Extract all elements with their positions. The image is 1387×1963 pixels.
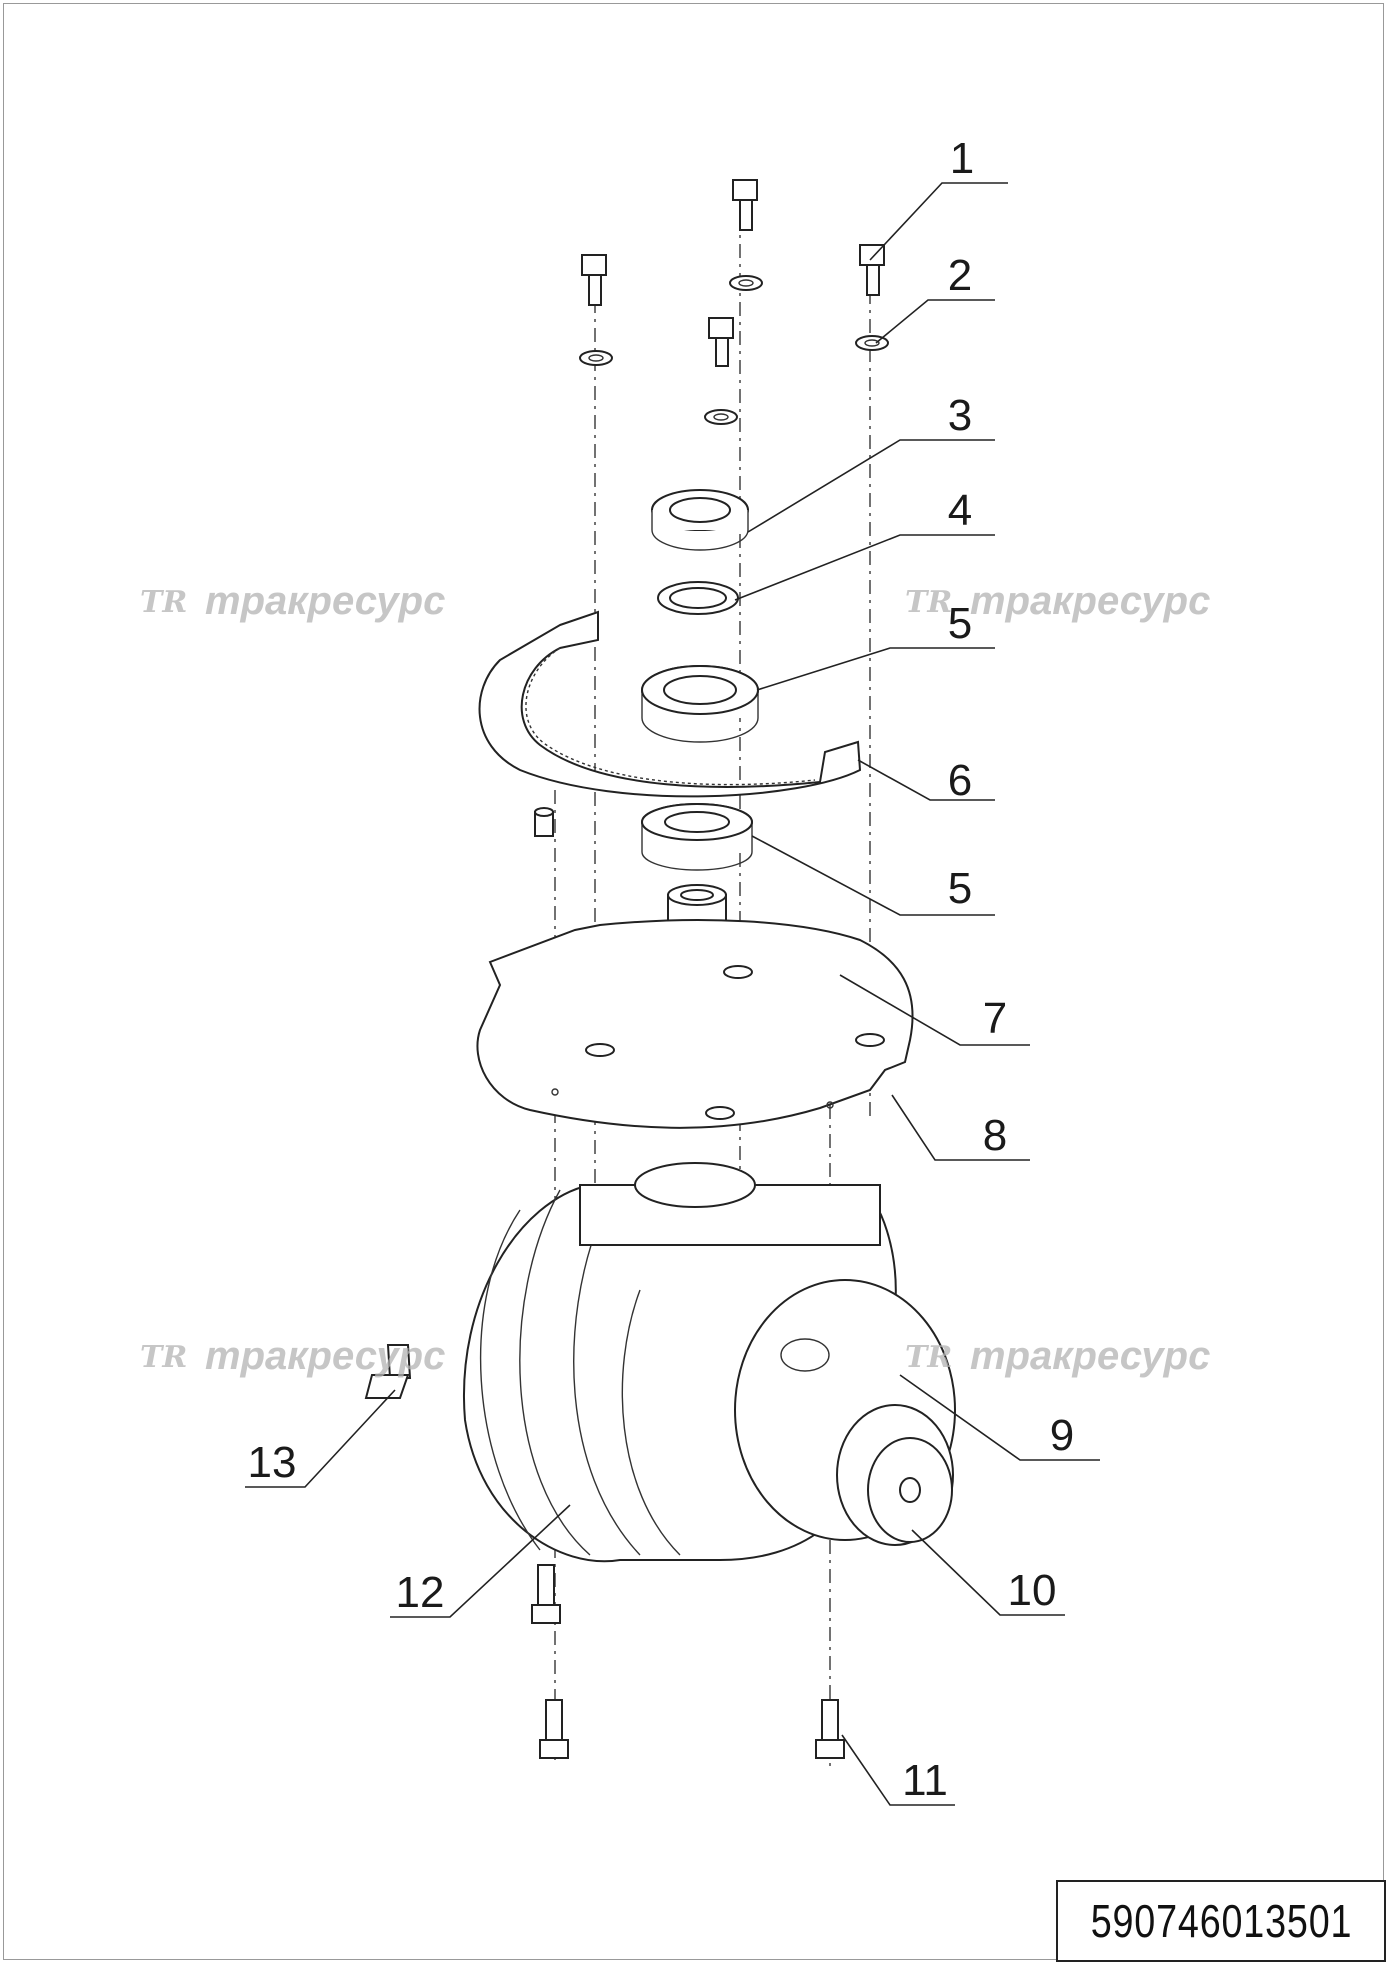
bushing-left xyxy=(534,807,554,837)
mounting-plate xyxy=(476,919,914,1129)
leader-lines xyxy=(245,182,1100,1806)
watermark-bottom-left: TR тракресурс xyxy=(140,1334,445,1378)
bearing-lower xyxy=(641,803,753,871)
watermark-text: тракресурс xyxy=(970,579,1210,623)
top-bolt-left xyxy=(579,254,613,366)
callout-labels: 1 2 3 4 5 6 5 7 8 9 10 11 12 13 xyxy=(248,134,1075,1805)
callout-4: 4 xyxy=(948,486,972,535)
watermark-logo: TR xyxy=(905,585,952,620)
callout-2: 2 xyxy=(948,251,972,300)
watermark-logo: TR xyxy=(140,585,187,620)
top-bolt-right xyxy=(855,244,889,351)
top-bolt-mid xyxy=(704,317,738,425)
motor-end-cap xyxy=(734,1279,956,1546)
lock-nut xyxy=(651,489,749,551)
bottom-bolt-right xyxy=(815,1699,845,1759)
callout-10: 10 xyxy=(1008,1566,1057,1615)
bottom-bolt-left xyxy=(539,1699,569,1759)
callout-12: 12 xyxy=(396,1568,445,1617)
watermark-text: тракресурс xyxy=(205,579,445,623)
callout-6: 6 xyxy=(948,756,972,805)
watermark-text: тракресурс xyxy=(205,1334,445,1378)
callout-9: 9 xyxy=(1050,1411,1074,1460)
callout-7: 7 xyxy=(983,994,1007,1043)
document-number: 590746013501 xyxy=(1090,1895,1352,1947)
bearing-upper xyxy=(641,665,759,743)
watermark-logo: TR xyxy=(905,1340,952,1375)
watermark-top-right: TR тракресурс xyxy=(905,579,1210,623)
watermark-top-left: TR тракресурс xyxy=(140,579,445,623)
document-number-box: 590746013501 xyxy=(1056,1880,1386,1962)
watermark-bottom-right: TR тракресурс xyxy=(905,1334,1210,1378)
gear-sector xyxy=(478,610,862,798)
watermark-logo: TR xyxy=(140,1340,187,1375)
bottom-bolt-left-upper xyxy=(531,1564,561,1624)
watermark-text: тракресурс xyxy=(970,1334,1210,1378)
lock-washer xyxy=(657,581,739,615)
callout-11: 11 xyxy=(902,1756,948,1805)
clip xyxy=(364,1344,412,1399)
callout-5-upper: 5 xyxy=(948,599,972,648)
top-bolt-center xyxy=(729,179,763,291)
callout-5-lower: 5 xyxy=(948,864,972,913)
callout-13: 13 xyxy=(248,1438,297,1487)
callout-8: 8 xyxy=(983,1111,1007,1160)
callout-3: 3 xyxy=(948,391,972,440)
callout-1: 1 xyxy=(950,134,974,183)
